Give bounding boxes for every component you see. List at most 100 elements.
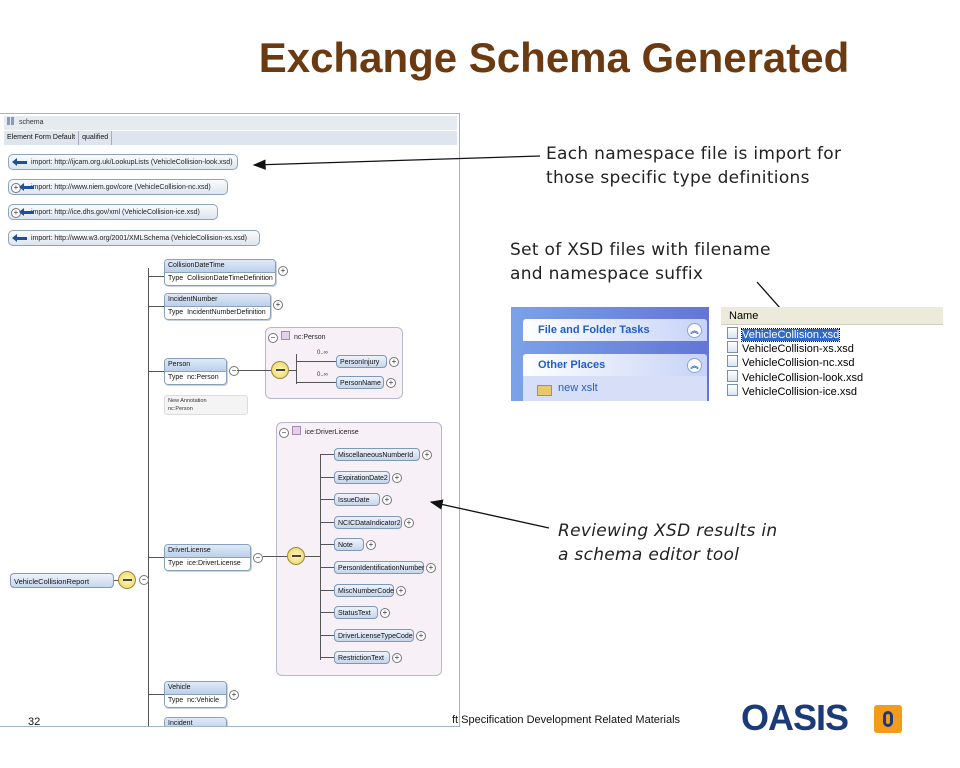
import-xs[interactable]: import: http://www.w3.org/2001/XMLSchema… xyxy=(8,230,260,246)
element-name: Incident xyxy=(165,718,226,726)
expand-plus-icon[interactable]: + xyxy=(392,472,402,483)
tree-branch xyxy=(148,557,164,558)
element-incident[interactable]: Incident xyxy=(164,717,227,726)
collapse-minus-icon[interactable]: − xyxy=(268,333,278,343)
expand-plus-icon[interactable]: + xyxy=(416,630,426,641)
footer-text: ft Specification Development Related Mat… xyxy=(452,714,681,726)
element-name: IncidentNumber xyxy=(165,294,270,307)
file-item[interactable]: VehicleCollision.xsd xyxy=(727,327,841,342)
child-license-2[interactable]: ExpirationDate2 xyxy=(334,470,390,484)
group-title: nc:Person xyxy=(294,334,326,341)
place-link[interactable]: new xslt xyxy=(558,382,598,394)
tree-branch xyxy=(320,499,334,501)
element-incident-number[interactable]: IncidentNumber Type IncidentNumberDefini… xyxy=(164,293,271,320)
expand-plus-icon[interactable]: + xyxy=(426,563,436,573)
root-element-vehicle-collision-report[interactable]: VehicleCollisionReport xyxy=(10,573,114,588)
child-license-4[interactable]: NCICDataIndicator2 xyxy=(334,515,402,529)
expand-plus-icon[interactable]: + xyxy=(386,378,396,388)
child-license-5[interactable]: Note xyxy=(334,538,364,552)
expand-plus-icon[interactable]: + xyxy=(278,266,288,276)
tree-branch xyxy=(148,694,164,695)
complex-type-icon xyxy=(292,426,301,435)
callout-line: Reviewing XSD results in xyxy=(558,521,778,541)
expand-plus-icon[interactable]: + xyxy=(273,300,283,310)
child-license-9[interactable]: DriverLicenseTypeCode xyxy=(334,628,414,642)
task-other-places[interactable]: Other Places ︽ xyxy=(523,354,707,376)
callout-line: and namespace suffix xyxy=(510,264,704,284)
import-nc[interactable]: + import: http://www.niem.gov/core (Vehi… xyxy=(8,179,228,195)
sequence-compositor-icon[interactable] xyxy=(271,361,289,379)
import-ice[interactable]: + import: http://ice.dhs.gov/xml (Vehicl… xyxy=(8,204,218,220)
expand-plus-icon[interactable]: + xyxy=(396,585,406,596)
arrow-to-editor xyxy=(429,499,550,529)
tree-branch xyxy=(320,567,334,568)
element-type-row: Type nc:Person xyxy=(165,372,226,384)
element-type-row: Type IncidentNumberDefinition xyxy=(165,307,270,319)
child-license-10[interactable]: RestrictionText xyxy=(334,651,390,665)
type-value: nc:Person xyxy=(187,374,219,381)
xsd-file-icon xyxy=(727,341,738,354)
slide-title: Exchange Schema Generated xyxy=(258,34,850,81)
group-header: −ice:DriverLicense xyxy=(279,426,359,439)
type-label: Type xyxy=(168,697,184,704)
file-item[interactable]: VehicleCollision-ice.xsd xyxy=(727,383,857,398)
collapse-minus-icon[interactable]: − xyxy=(253,553,263,563)
element-driver-license[interactable]: DriverLicense Type ice:DriverLicense xyxy=(164,544,251,571)
child-person-injury[interactable]: PersonInjury xyxy=(336,355,387,368)
element-vehicle[interactable]: Vehicle Type nc:Vehicle xyxy=(164,681,227,708)
annotation-title: New Annotation xyxy=(168,398,207,404)
annotation-text: nc:Person xyxy=(168,406,193,412)
expand-plus-icon[interactable]: + xyxy=(229,690,239,700)
collapse-minus-icon[interactable]: − xyxy=(229,366,239,376)
child-person-name[interactable]: PersonName xyxy=(336,376,384,389)
callout-files: Set of XSD files with filename and names… xyxy=(510,238,771,286)
expand-plus-icon[interactable]: + xyxy=(380,608,390,619)
import-look[interactable]: import: http://ijcam.org.uk/LookupLists … xyxy=(8,154,238,170)
element-type-row: Type nc:Vehicle xyxy=(165,695,226,707)
tree-branch xyxy=(263,556,287,557)
expand-plus-icon[interactable]: + xyxy=(389,357,399,367)
file-item[interactable]: VehicleCollision-nc.xsd xyxy=(727,355,855,369)
tree-branch xyxy=(320,634,334,636)
file-item[interactable]: VehicleCollision-look.xsd xyxy=(727,369,863,384)
editor-title: schema xyxy=(19,119,44,126)
expand-plus-icon[interactable]: + xyxy=(404,517,414,528)
tree-trunk-line xyxy=(148,268,149,726)
import-arrow-icon xyxy=(19,183,34,191)
chevron-up-icon[interactable]: ︽ xyxy=(687,323,702,338)
task-file-folder[interactable]: File and Folder Tasks ︽ xyxy=(523,319,707,341)
tree-branch xyxy=(320,589,334,591)
element-name: Vehicle xyxy=(165,682,226,695)
expand-plus-icon[interactable]: + xyxy=(392,653,402,664)
child-license-7[interactable]: MiscNumberCode xyxy=(334,583,394,597)
type-value: ice:DriverLicense xyxy=(187,560,241,567)
element-person[interactable]: Person Type nc:Person xyxy=(164,358,227,385)
expand-plus-icon[interactable]: + xyxy=(382,495,392,506)
callout-imports: Each namespace file is import for those … xyxy=(546,142,841,190)
tree-branch xyxy=(320,454,334,455)
child-license-6[interactable]: PersonIdentificationNumber xyxy=(334,561,424,574)
import-arrow-icon xyxy=(12,158,27,166)
file-item[interactable]: VehicleCollision-xs.xsd xyxy=(727,341,854,355)
file-name: VehicleCollision-xs.xsd xyxy=(742,343,854,356)
element-collision-datetime[interactable]: CollisionDateTime Type CollisionDateTime… xyxy=(164,259,276,286)
child-license-8[interactable]: StatusText xyxy=(334,606,378,620)
child-license-1[interactable]: MiscellaneousNumberId xyxy=(334,448,420,461)
collapse-minus-icon[interactable]: − xyxy=(139,575,149,585)
column-header-name[interactable]: Name xyxy=(721,307,943,325)
type-value: nc:Vehicle xyxy=(187,697,219,704)
expand-plus-icon[interactable]: + xyxy=(422,450,432,460)
child-license-3[interactable]: IssueDate xyxy=(334,493,380,507)
callout-line: Set of XSD files with filename xyxy=(510,240,771,260)
property-value[interactable]: qualified xyxy=(79,131,113,145)
sequence-compositor-icon[interactable] xyxy=(118,571,136,589)
oasis-logo: OASIS xyxy=(741,697,849,738)
collapse-minus-icon[interactable]: − xyxy=(279,428,289,438)
callout-line: a schema editor tool xyxy=(558,545,740,565)
expand-plus-icon[interactable]: + xyxy=(366,540,376,551)
tree-branch xyxy=(305,556,320,557)
sequence-compositor-icon[interactable] xyxy=(287,547,305,565)
chevron-up-icon[interactable]: ︽ xyxy=(687,358,702,373)
